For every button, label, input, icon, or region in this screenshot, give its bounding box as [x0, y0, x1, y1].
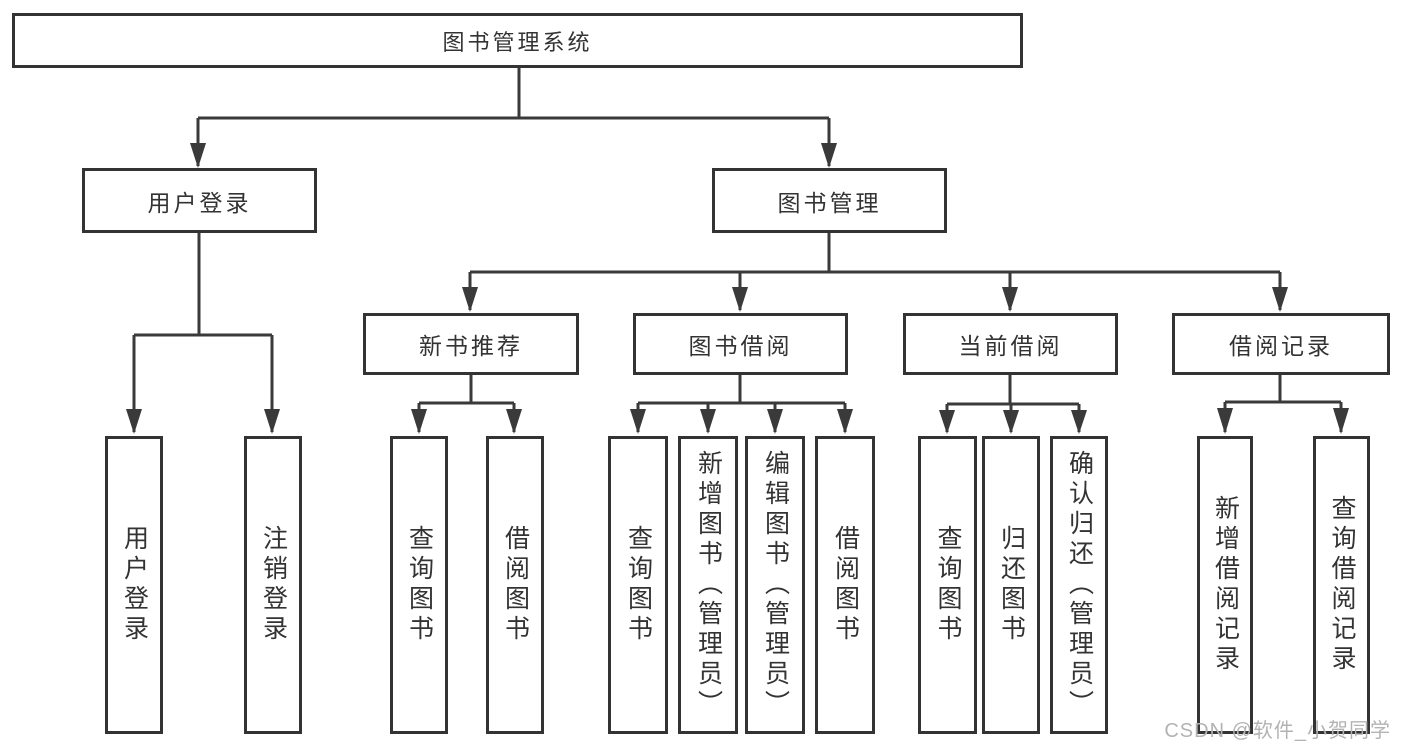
leaf-current-query-books: 查询图书 [918, 436, 977, 734]
leaf-borrow-query-books: 查询图书 [608, 436, 668, 734]
arrow-icon [264, 409, 280, 434]
node-label: 注销登录 [259, 525, 288, 645]
arrow-icon [1071, 410, 1087, 434]
node-book-borrow: 图书借阅 [633, 313, 848, 375]
arrow-icon [732, 287, 748, 312]
arrow-icon [837, 409, 853, 434]
arrow-icon [1217, 408, 1233, 434]
node-label: 查询图书 [405, 525, 434, 645]
node-label: 当前借阅 [958, 333, 1063, 359]
node-label: 图书管理 [777, 189, 882, 216]
node-label: 新书推荐 [419, 333, 523, 359]
node-new-book-recommend: 新书推荐 [363, 313, 579, 375]
node-label: 用户登录 [147, 189, 252, 216]
node-label: 确认归还（管理员） [1065, 450, 1094, 720]
leaf-borrow-add-books: 新增图书（管理员） [678, 436, 738, 734]
arrow-icon [506, 409, 522, 434]
connector-book-management [468, 233, 1282, 310]
leaf-logout: 注销登录 [244, 436, 302, 734]
leaf-borrow-borrow-books: 借阅图书 [815, 436, 875, 734]
connector-book-borrow [636, 375, 847, 432]
leaf-login: 用户登录 [105, 436, 163, 734]
node-label: 归还图书 [997, 525, 1026, 645]
node-label: 借阅记录 [1229, 333, 1333, 359]
node-user-login: 用户登录 [82, 168, 317, 233]
node-borrow-records: 借阅记录 [1172, 313, 1390, 375]
node-label: 图书管理系统 [442, 29, 593, 55]
node-library-system: 图书管理系统 [12, 13, 1023, 68]
connector-root [196, 68, 831, 166]
node-label: 图书借阅 [688, 333, 793, 359]
connector-borrow-records [1223, 375, 1343, 432]
arrow-icon [1003, 410, 1019, 434]
arrow-icon [411, 409, 427, 434]
node-label: 查询图书 [624, 525, 653, 645]
arrow-icon [462, 287, 478, 312]
node-label: 查询借阅记录 [1328, 495, 1356, 675]
connector-new-book [417, 375, 516, 432]
leaf-borrow-edit-books: 编辑图书（管理员） [745, 436, 805, 734]
arrow-icon [630, 409, 646, 434]
leaf-current-return-books: 归还图书 [982, 436, 1040, 734]
leaf-current-confirm-return: 确认归还（管理员） [1050, 436, 1108, 734]
node-label: 新增图书（管理员） [694, 450, 723, 720]
node-label: 借阅图书 [501, 525, 530, 645]
node-label: 借阅图书 [831, 525, 860, 645]
node-current-borrow: 当前借阅 [903, 313, 1118, 375]
arrow-icon [939, 410, 955, 434]
leaf-recommend-borrow-books: 借阅图书 [486, 436, 544, 734]
leaf-records-add-record: 新增借阅记录 [1197, 436, 1253, 734]
arrow-icon [1272, 287, 1288, 312]
node-label: 新增借阅记录 [1211, 495, 1240, 675]
node-label: 编辑图书（管理员） [761, 450, 790, 720]
arrow-icon [700, 409, 716, 434]
node-book-management: 图书管理 [712, 168, 947, 233]
arrow-icon [1333, 408, 1349, 434]
csdn-watermark: CSDN @软件_小贺同学 [1164, 720, 1391, 742]
arrow-icon [821, 143, 837, 168]
leaf-records-query-record: 查询借阅记录 [1313, 436, 1370, 734]
arrow-icon [190, 143, 206, 168]
arrow-icon [1002, 287, 1018, 312]
leaf-recommend-query-books: 查询图书 [390, 436, 448, 734]
node-label: 用户登录 [120, 525, 149, 645]
connector-user-login [132, 233, 274, 432]
arrow-icon [767, 409, 783, 434]
arrow-icon [126, 409, 142, 434]
node-label: 查询图书 [934, 525, 962, 645]
